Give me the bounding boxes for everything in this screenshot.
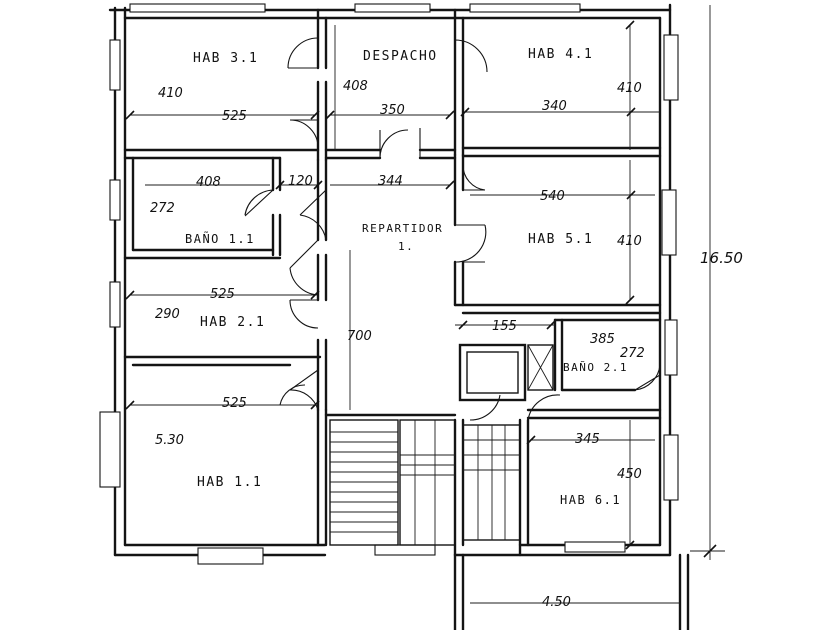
window-hab21-west [109,281,121,328]
window-despacho-north [354,3,431,13]
terrace [453,553,690,630]
room-label-despacho: DESPACHO [363,49,438,64]
dim-bano11-height: 272 [150,201,175,216]
dim-hab11-width: 525 [222,396,247,411]
dim-hab61-height: 450 [617,467,642,482]
door-hab31 [287,37,319,69]
door-hab41 [462,164,486,191]
door-bano21 [634,364,661,391]
door-hab61 [527,394,561,421]
dim-stair-gap: 155 [492,319,517,334]
dim-bano21-width: 385 [590,332,615,347]
dim-despacho-width: 350 [380,103,405,118]
dim-hab51-width: 540 [540,189,565,204]
window-hab11-west [99,411,121,488]
door-corridor [299,189,327,241]
door-bano11 [244,189,274,217]
door-despacho-south [379,129,409,159]
dim-corridor-short: 120 [288,174,313,189]
room-label-bano11: BAÑO 1.1 [185,231,255,246]
staircase [329,419,521,546]
dim-hab31-width: 525 [222,109,247,124]
room-label-repartidor: REPARTIDOR [362,222,443,235]
room-label-repartidor-num: 1. [398,240,414,253]
room-label-hab61: HAB 6.1 [560,493,621,507]
room-label-hab31: HAB 3.1 [193,51,258,66]
dimension-lines [125,5,725,604]
door-hab51 [454,224,487,263]
window-hab41-north [469,3,581,13]
room-label-bano21: BAÑO 2.1 [563,361,628,374]
door-despacho [454,39,488,73]
interior-walls [123,8,662,557]
window-hab41-east [663,34,679,101]
window-hab11-south [197,547,264,565]
door-hab21 [289,299,319,329]
room-label-hab51: HAB 5.1 [528,232,593,247]
door-hab31-south [289,119,319,151]
window-hab51-east [661,189,677,256]
door-stair [469,394,501,421]
room-label-hab11: HAB 1.1 [197,475,262,490]
doors [244,37,661,421]
room-label-hab21: HAB 2.1 [200,315,265,330]
dim-repartidor-length: 700 [347,329,372,344]
dim-hab21-height: 290 [155,307,180,322]
dim-bano21-height: 272 [620,346,645,361]
room-label-hab41: HAB 4.1 [528,47,593,62]
window-stair-south [374,544,436,556]
dim-hab31-height: 410 [158,86,183,101]
dim-hab21-width: 525 [210,287,235,302]
dim-hab11-height: 5.30 [155,433,184,448]
windows [99,3,679,565]
window-bano21-east [664,319,678,376]
dim-terrace-width: 4.50 [542,595,571,610]
door-hab11-b [279,384,306,406]
dim-hab41-width: 340 [542,99,567,114]
exterior-walls [108,3,672,557]
window-hab61-east [663,434,679,501]
dim-hab41-height: 410 [617,81,642,96]
door-hab11 [289,369,319,411]
dim-total-height: 16.50 [700,249,743,267]
dim-bano11-width: 408 [196,175,221,190]
door-corridor-b [289,239,319,296]
dim-repartidor-width: 344 [378,174,403,189]
window-hab61-south [564,541,626,553]
window-hab31-north [129,3,266,13]
dim-hab51-height: 410 [617,234,642,249]
window-bano11-west [109,179,121,221]
dim-despacho-height: 408 [343,79,368,94]
dim-hab61-width: 345 [575,432,600,447]
window-hab31-west [109,39,121,91]
